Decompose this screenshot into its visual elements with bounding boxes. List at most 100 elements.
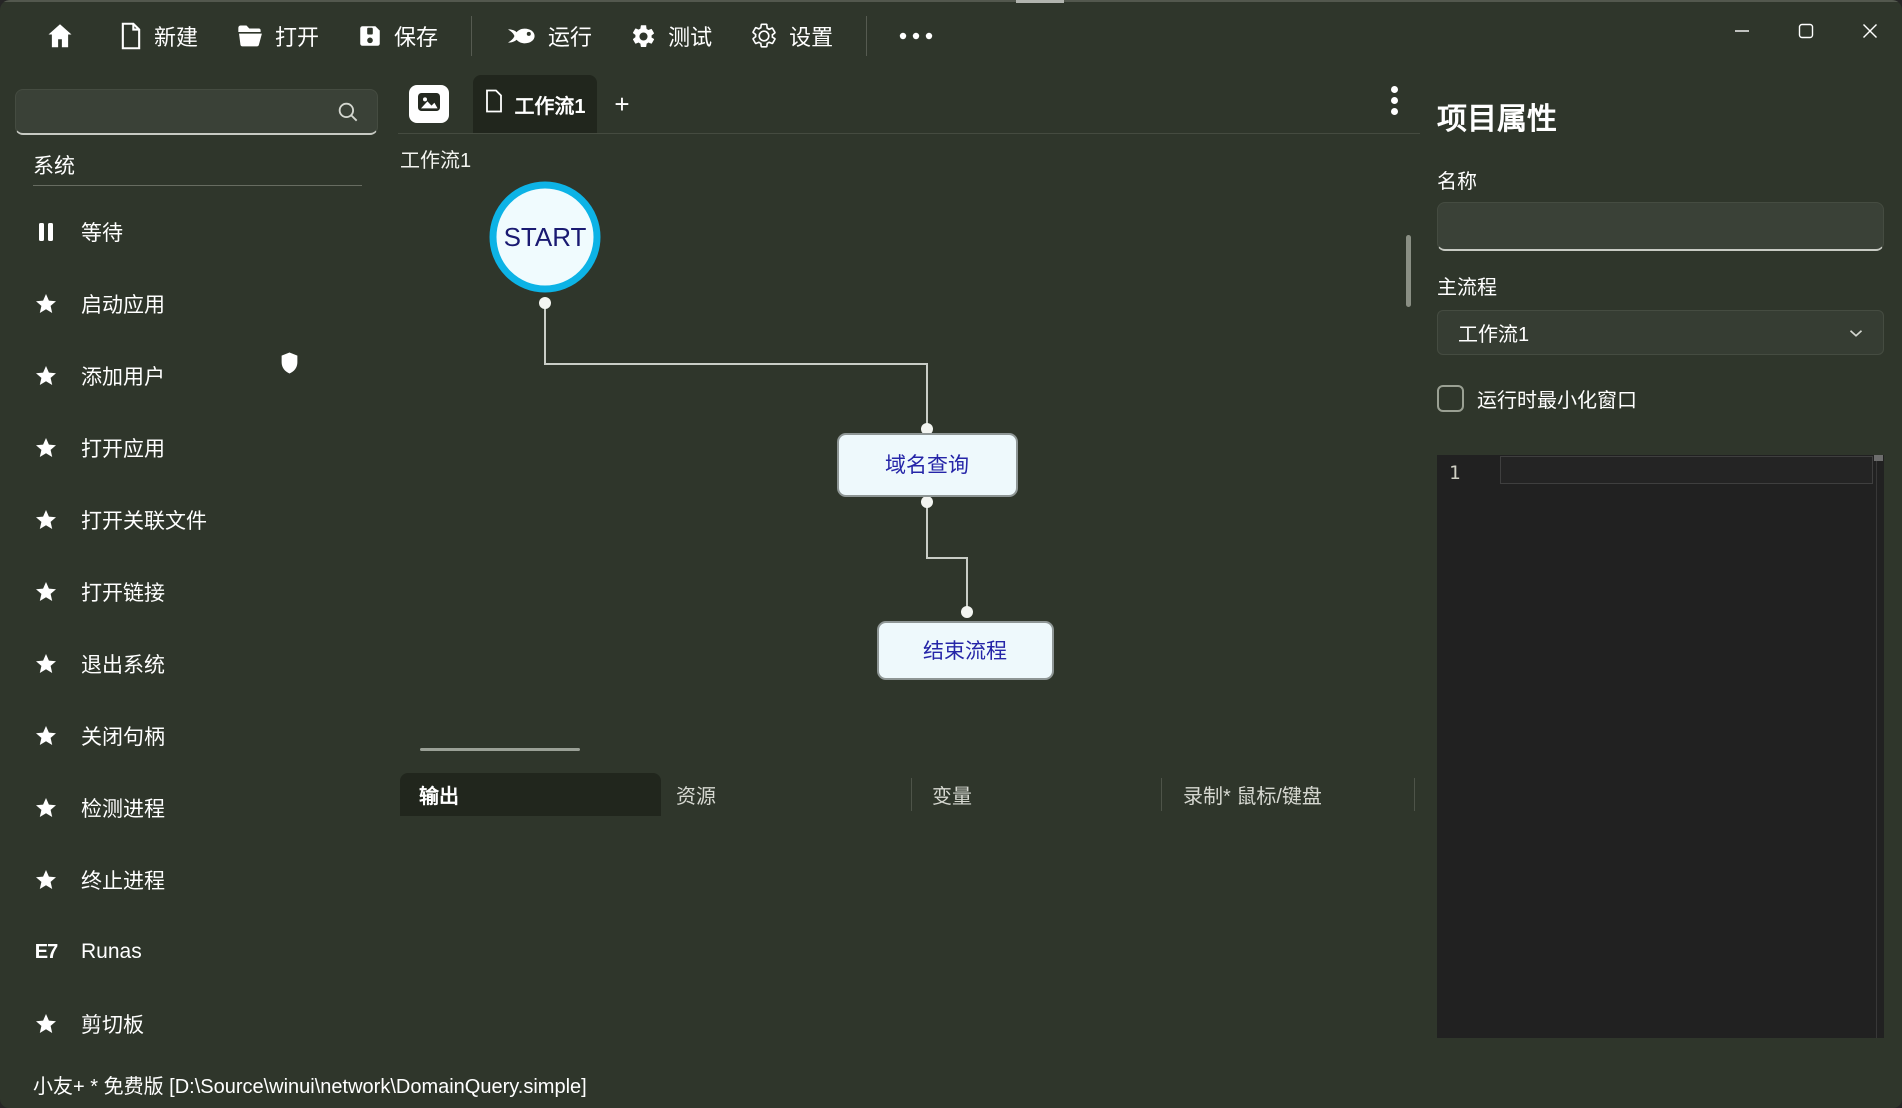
flow-title: 工作流1 [400,150,472,172]
workflow-canvas[interactable]: 工作流1 + 工作流1 START 域名查询 结束流程 输出 [398,72,1420,1060]
name-field[interactable] [1437,202,1884,251]
window-top-border-highlight [1016,0,1064,3]
bottom-tab-separator [1414,778,1415,811]
new-button[interactable]: 新建 [104,10,213,62]
node-domain-query[interactable] [837,433,1018,497]
toolbar-separator [471,16,473,56]
main-flow-selected-value: 工作流1 [1458,324,1530,346]
statusbar: 小友+ * 免费版 [D:\Source\winui\network\Domai… [0,1060,1902,1108]
tab-label: 工作流1 [514,95,586,118]
tabbar-divider [398,133,1420,134]
node-end-flow[interactable] [877,621,1054,680]
pause-icon [33,221,59,243]
toolbar-separator [866,16,868,56]
search-input[interactable] [15,89,378,135]
sidebar-item-wait[interactable]: 等待 [0,196,398,268]
start-node[interactable] [489,181,601,293]
close-button[interactable] [1838,0,1902,62]
bottom-tab-separator [911,778,912,811]
editor-current-line[interactable] [1500,456,1873,484]
sidebar-item-label: 打开链接 [81,582,165,605]
star-icon [33,1012,59,1036]
bottom-tab-output[interactable]: 输出 [400,773,661,816]
panel-title: 项目属性 [1437,103,1557,136]
settings-gear-icon [750,22,778,50]
save-button-label: 保存 [394,25,439,50]
connector-dot[interactable] [921,496,933,508]
star-icon [33,436,59,460]
bottom-tab-label: 变量 [932,786,972,808]
window-controls [1710,0,1902,62]
editor-scrollbar-track [1876,455,1877,1038]
sidebar-item-runas[interactable]: E7 Runas [0,916,398,988]
statusbar-text: 小友+ * 免费版 [D:\Source\winui\network\Domai… [33,1075,587,1098]
sidebar-item-kill-process[interactable]: 终止进程 [0,844,398,916]
minimize-button[interactable] [1710,0,1774,62]
sidebar-item-open-linked-file[interactable]: 打开关联文件 [0,484,398,556]
save-button[interactable]: 保存 [342,10,453,62]
maximize-button[interactable] [1774,0,1838,62]
home-button[interactable] [30,11,90,61]
sidebar-item-label: 添加用户 [81,366,165,389]
main-flow-select[interactable]: 工作流1 [1437,310,1884,355]
bottom-tab-resources[interactable]: 资源 [676,773,716,816]
bottom-tab-label: 输出 [419,786,459,808]
titlebar: 新建 打开 保存 运行 测试 [0,0,1902,72]
bottom-tab-record[interactable]: 录制* 鼠标/键盘 [1183,773,1322,816]
star-icon [33,796,59,820]
canvas-menu-button[interactable] [1384,86,1404,126]
add-tab-button[interactable]: + [614,88,630,119]
start-node-label: START [504,222,587,252]
sidebar-item-add-user[interactable]: 添加用户 [0,340,398,412]
sidebar-item-launch-app[interactable]: 启动应用 [0,268,398,340]
bottom-tab-variables[interactable]: 变量 [932,773,972,816]
background-image-button[interactable] [409,85,449,123]
new-button-label: 新建 [154,25,199,50]
sidebar-item-label: 等待 [81,222,123,245]
picture-icon [416,90,442,119]
sidebar-item-open-link[interactable]: 打开链接 [0,556,398,628]
settings-button[interactable]: 设置 [735,10,848,62]
connector-dot[interactable] [961,606,973,618]
overflow-menu-button[interactable] [881,20,951,52]
star-icon [33,292,59,316]
code-editor[interactable]: 1 [1437,455,1884,1038]
star-icon [33,868,59,892]
runas-icon: E7 [34,940,58,963]
run-button-label: 运行 [548,25,593,50]
sidebar-item-label: 终止进程 [81,870,165,893]
document-icon [484,89,504,119]
tab-workflow1[interactable]: 工作流1 [473,75,597,133]
new-file-icon [119,22,143,50]
sidebar-section-divider [33,185,362,186]
sidebar-item-close-handle[interactable]: 关闭句柄 [0,700,398,772]
minimize-on-run-label: 运行时最小化窗口 [1477,390,1637,412]
star-icon [33,580,59,604]
ellipsis-icon [896,30,936,42]
canvas-scrollbar[interactable] [1406,235,1411,307]
connector-dot[interactable] [921,423,933,435]
save-icon [357,23,383,49]
sidebar-item-label: 检测进程 [81,798,165,821]
sidebar-item-exit-system[interactable]: 退出系统 [0,628,398,700]
test-button[interactable]: 测试 [615,10,727,62]
run-button[interactable]: 运行 [490,10,607,62]
test-gear-icon [630,23,657,50]
editor-scrollbar-thumb[interactable] [1874,455,1883,461]
open-button[interactable]: 打开 [221,10,334,62]
flow-graph: START 域名查询 结束流程 [489,181,1054,680]
sidebar-item-open-app[interactable]: 打开应用 [0,412,398,484]
minimize-on-run-checkbox[interactable] [1437,385,1464,412]
run-fish-icon [505,23,537,49]
connector-dot[interactable] [539,297,551,309]
sidebar-item-detect-process[interactable]: 检测进程 [0,772,398,844]
sidebar-item-label: 关闭句柄 [81,726,165,749]
home-icon [45,21,75,51]
sidebar-list: 等待 启动应用 添加用户 打开应用 [0,196,398,1060]
sidebar-item-label: 启动应用 [81,294,165,317]
panel-resize-handle[interactable] [420,748,580,751]
star-icon [33,508,59,532]
sidebar-item-clipboard[interactable]: 剪切板 [0,988,398,1060]
connector-start-to-node1 [544,308,928,424]
